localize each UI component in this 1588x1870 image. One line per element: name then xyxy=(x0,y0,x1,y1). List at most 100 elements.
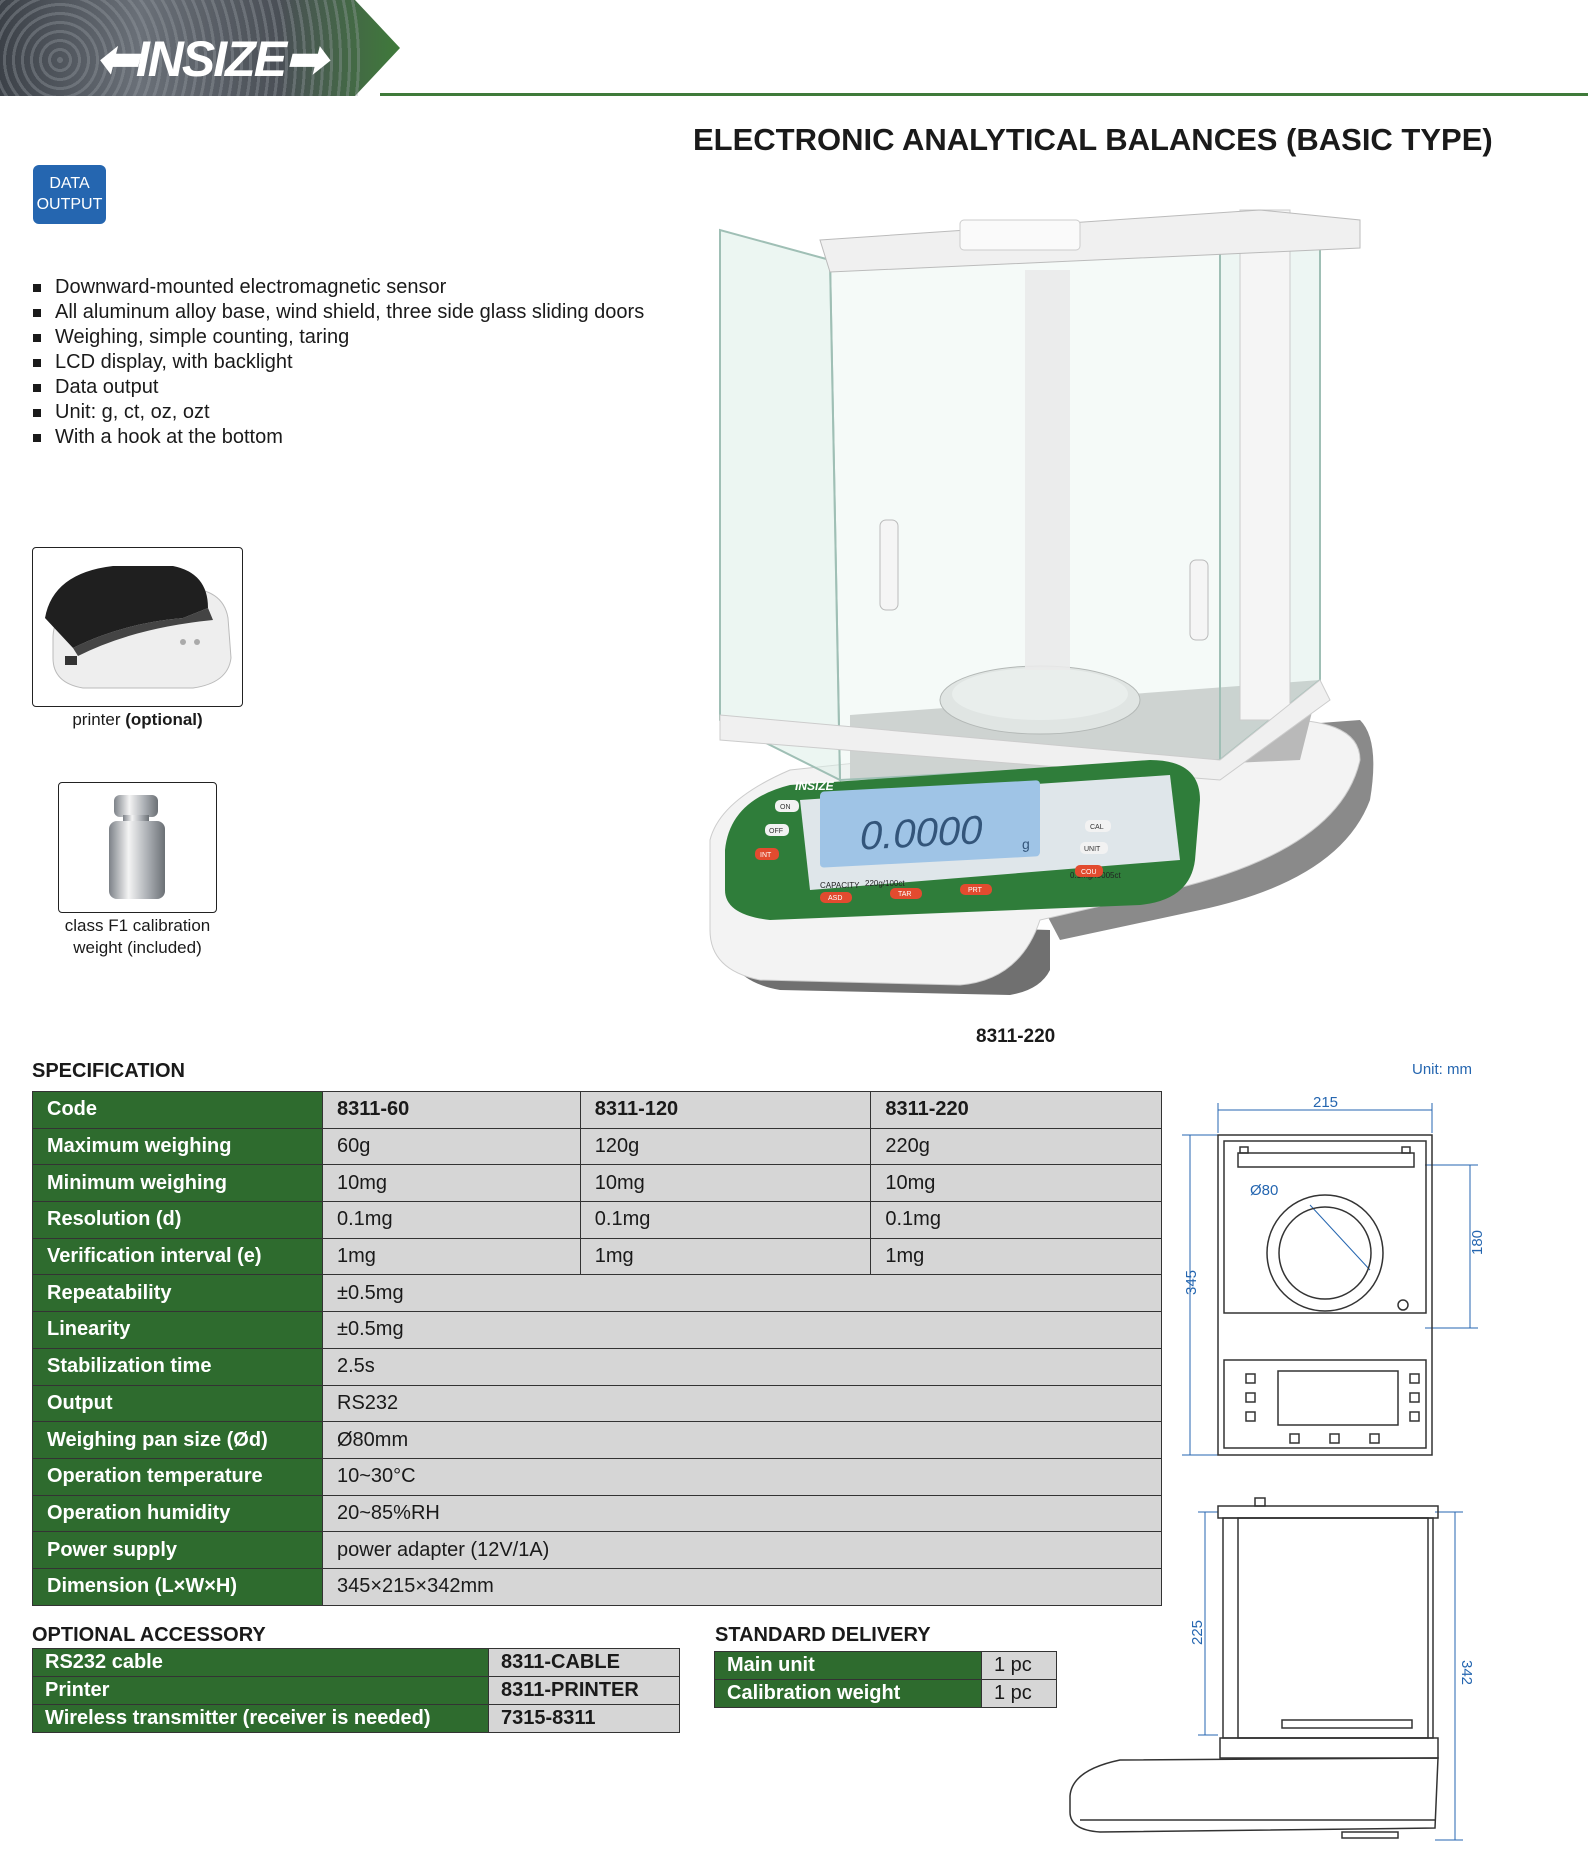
spec-label: Resolution (d) xyxy=(32,1201,323,1239)
accessory-label: RS232 cable xyxy=(32,1648,489,1677)
panel-buttons: ON OFF INT CAL UNIT COU ASD TAR PRT xyxy=(755,800,1111,903)
dim-pan-offset: 180 xyxy=(1469,1230,1486,1255)
unit-note: Unit: mm xyxy=(1412,1061,1472,1078)
top-handle xyxy=(959,219,1081,251)
button-cou-label: COU xyxy=(1081,869,1097,876)
spec-value: 10mg xyxy=(870,1164,1162,1203)
spec-value: 220g xyxy=(870,1127,1162,1166)
spec-label: Code xyxy=(32,1091,323,1129)
banner-gear-pattern xyxy=(0,0,360,96)
spec-value: 345×215×342mm xyxy=(322,1567,1162,1606)
dim-pan-diameter: Ø80 xyxy=(1250,1182,1278,1199)
printer-caption: printer (optional) xyxy=(32,709,243,731)
badge-line-1: DATA xyxy=(49,175,90,192)
list-item: All aluminum alloy base, wind shield, th… xyxy=(33,300,644,325)
lcd-unit: g xyxy=(1022,836,1030,852)
dim-width: 215 xyxy=(1313,1094,1338,1111)
button-asd xyxy=(820,892,852,903)
button-unit-label: UNIT xyxy=(1084,846,1101,853)
door-handle-left xyxy=(879,519,899,611)
delivery-label: Main unit xyxy=(714,1651,982,1680)
dimension-lines xyxy=(1182,1103,1478,1456)
accessory-code: 8311-CABLE xyxy=(488,1648,680,1677)
button-asd-label: ASD xyxy=(828,895,842,902)
accessory-label: Wireless transmitter (receiver is needed… xyxy=(32,1704,489,1733)
capacity-value: 220g/100ct xyxy=(865,879,905,888)
weight-caption-line-1: class F1 calibration xyxy=(64,916,211,935)
data-output-badge: DATA OUTPUT xyxy=(33,165,106,224)
button-on-label: ON xyxy=(780,804,791,811)
table-row: Output RS232 xyxy=(32,1384,1162,1423)
spec-value: 0.1mg xyxy=(579,1201,872,1239)
feature-list: Downward-mounted electromagnetic sensor … xyxy=(33,275,644,450)
side-view-drawing: 225 342 xyxy=(1069,1497,1475,1841)
panel-logo: INSIZE xyxy=(795,779,835,793)
top-frame xyxy=(819,209,1361,273)
right-pillar xyxy=(1239,209,1291,721)
button-cou xyxy=(1075,865,1103,877)
table-row: Operation humidity 20~85%RH xyxy=(32,1494,1162,1533)
optional-accessory-title: OPTIONAL ACCESSORY xyxy=(32,1624,266,1646)
spec-value: power adapter (12V/1A) xyxy=(322,1531,1162,1569)
delivery-qty: 1 pc xyxy=(981,1651,1057,1680)
table-row: Resolution (d) 0.1mg 0.1mg 0.1mg xyxy=(32,1201,1162,1239)
spec-value: 20~85%RH xyxy=(322,1494,1162,1533)
table-row: Minimum weighing 10mg 10mg 10mg xyxy=(32,1164,1162,1203)
spec-value: ±0.5mg xyxy=(322,1274,1162,1313)
side-dimension-lines xyxy=(1198,1511,1463,1841)
weighing-pan-top xyxy=(952,668,1128,720)
spec-value: 0.1mg xyxy=(322,1201,581,1239)
top-view-body xyxy=(1217,1134,1433,1456)
standard-delivery-title: STANDARD DELIVERY xyxy=(715,1624,931,1646)
capacity-label: CAPACITY xyxy=(820,881,860,890)
banner-background xyxy=(0,0,400,96)
glass-left xyxy=(719,228,842,782)
table-row: Repeatability ±0.5mg xyxy=(32,1274,1162,1313)
spec-label: Maximum weighing xyxy=(32,1127,323,1166)
spec-label: Dimension (L×W×H) xyxy=(32,1567,323,1606)
spec-value: 0.1mg xyxy=(870,1201,1162,1239)
button-int xyxy=(755,848,779,860)
table-row: RS232 cable 8311-CABLE xyxy=(32,1648,680,1677)
table-row: Code 8311-60 8311-120 8311-220 xyxy=(32,1091,1162,1129)
table-row: Linearity ±0.5mg xyxy=(32,1311,1162,1349)
brand-logo: ⬅INSIZE➡ xyxy=(96,31,327,87)
model-code: 8311-220 xyxy=(870,1091,1162,1129)
list-item: LCD display, with backlight xyxy=(33,350,644,375)
spec-label: Output xyxy=(32,1384,323,1423)
dim-chamber-height: 225 xyxy=(1189,1620,1206,1645)
weight-illustration xyxy=(109,795,165,899)
list-item: Downward-mounted electromagnetic sensor xyxy=(33,275,644,300)
specification-title: SPECIFICATION xyxy=(32,1060,185,1082)
table-row: Weighing pan size (Ød) Ø80mm xyxy=(32,1421,1162,1459)
spec-label: Power supply xyxy=(32,1531,323,1569)
printer-illustration xyxy=(45,566,232,689)
button-prt xyxy=(960,884,992,895)
button-tar-label: TAR xyxy=(898,891,911,898)
printer-image xyxy=(32,547,243,707)
spec-value: 120g xyxy=(579,1127,872,1166)
side-view-body xyxy=(1069,1497,1439,1839)
spec-label: Verification interval (e) xyxy=(32,1237,323,1276)
list-item: Unit: g, ct, oz, ozt xyxy=(33,400,644,425)
button-cal xyxy=(1085,820,1111,832)
table-row: Dimension (L×W×H) 345×215×342mm xyxy=(32,1567,1162,1606)
spec-value: 60g xyxy=(322,1127,581,1166)
table-row: Printer 8311-PRINTER xyxy=(32,1676,680,1705)
spec-value: 1mg xyxy=(579,1237,872,1276)
accessory-code: 8311-PRINTER xyxy=(488,1676,680,1705)
button-cal-label: CAL xyxy=(1090,824,1104,831)
button-prt-label: PRT xyxy=(968,887,983,894)
spec-label: Minimum weighing xyxy=(32,1164,323,1203)
table-row: Maximum weighing 60g 120g 220g xyxy=(32,1127,1162,1166)
rear-pillar xyxy=(1025,270,1070,670)
table-row: Main unit 1 pc xyxy=(714,1651,1057,1680)
dim-total-height: 342 xyxy=(1458,1660,1475,1685)
delivery-label: Calibration weight xyxy=(714,1679,982,1708)
table-row: Calibration weight 1 pc xyxy=(714,1679,1057,1708)
page-title: ELECTRONIC ANALYTICAL BALANCES (BASIC TY… xyxy=(693,122,1493,157)
door-handle-right xyxy=(1189,559,1209,641)
spec-value: ±0.5mg xyxy=(322,1311,1162,1349)
printer-caption-optional: (optional) xyxy=(125,710,203,729)
model-code: 8311-60 xyxy=(322,1091,581,1129)
